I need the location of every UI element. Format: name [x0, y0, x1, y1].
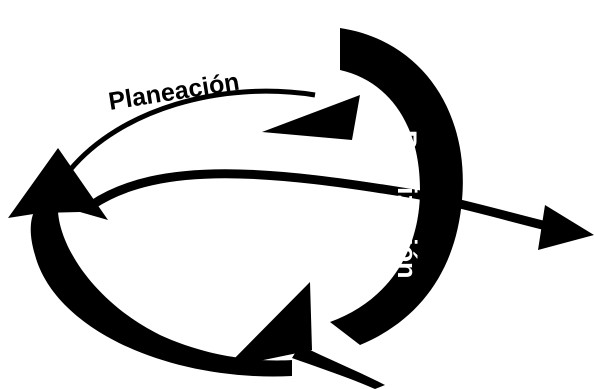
output-arrowhead — [538, 205, 594, 250]
upward-arrowhead — [8, 148, 108, 220]
lower-arrow-tail — [292, 345, 385, 389]
left-pointing-arrowhead — [262, 95, 360, 140]
planeacion-label: Planeación — [107, 68, 242, 116]
output-stroke — [92, 174, 555, 228]
realizacion-label: Realización — [392, 130, 422, 279]
